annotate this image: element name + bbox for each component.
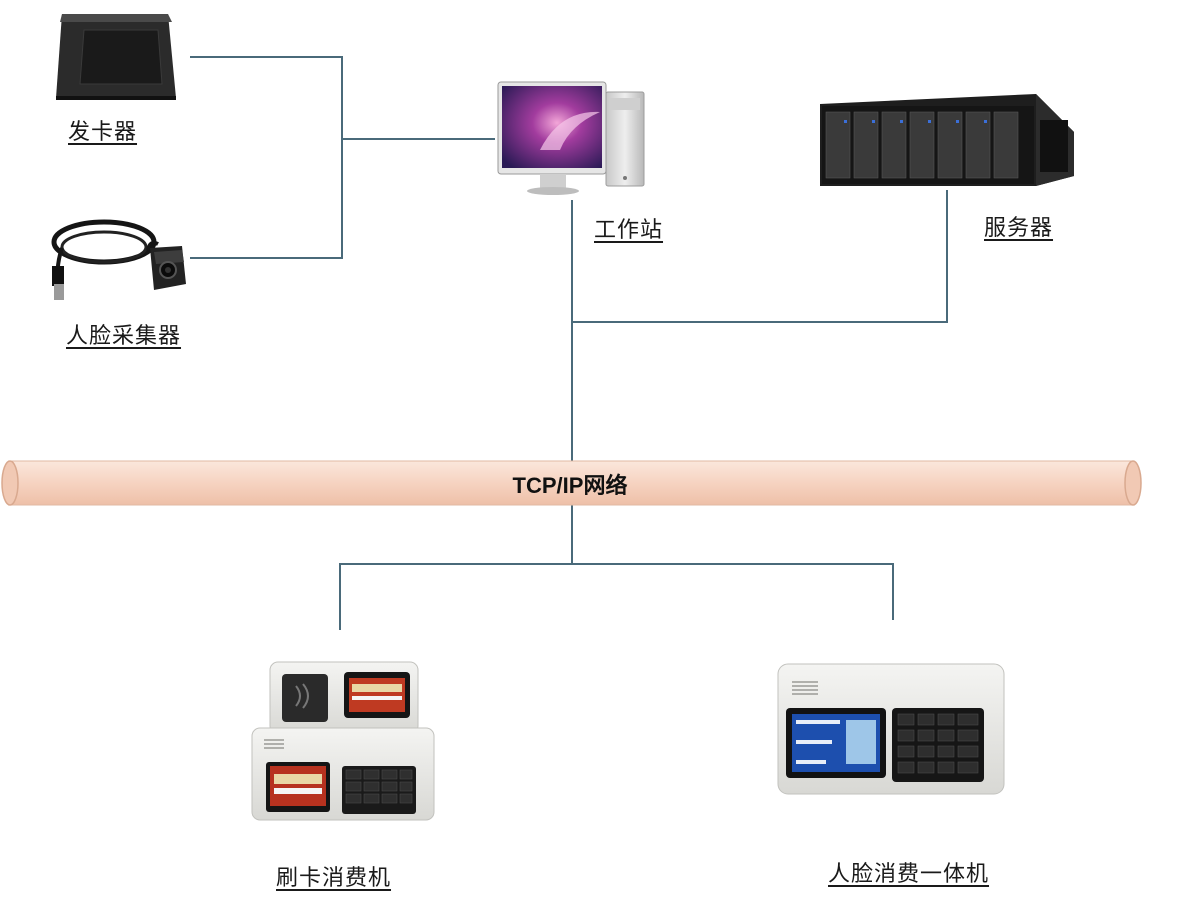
- workstation-icon: [497, 81, 645, 195]
- face-terminal-label: 人脸消费一体机: [828, 862, 990, 887]
- connection-lines: [190, 56, 948, 630]
- server-link: [572, 190, 948, 323]
- usb-camera-icon: [51, 219, 186, 300]
- terminals-branch-link: [339, 563, 894, 630]
- network-bus: [1, 460, 1142, 506]
- card-reader-icon: [56, 14, 176, 100]
- card-issuer-label: 发卡器: [68, 120, 138, 145]
- card-terminal-icon: [251, 661, 435, 821]
- server-icon: [820, 94, 1074, 186]
- network-label: TCP/IP网络: [512, 473, 628, 498]
- card-terminal-label: 刷卡消费机: [276, 866, 392, 891]
- face-collector-label: 人脸采集器: [66, 324, 182, 349]
- server-label: 服务器: [984, 216, 1054, 241]
- card-issuer-link: [190, 56, 343, 259]
- workstation-label: 工作站: [594, 218, 664, 243]
- face-terminal-icon: [777, 663, 1005, 795]
